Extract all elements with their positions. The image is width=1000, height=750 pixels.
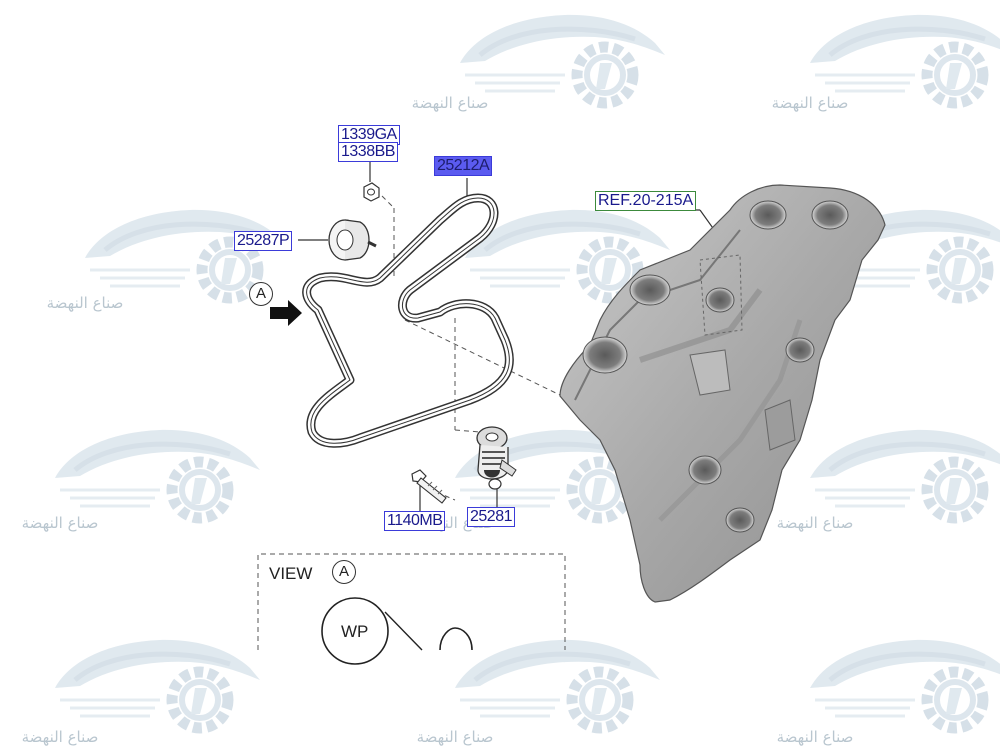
tensioner-part[interactable] bbox=[476, 426, 517, 490]
part-label-25287P[interactable]: 25287P bbox=[234, 231, 293, 251]
watermark-text: صناع النهضة bbox=[777, 728, 854, 746]
nut-part[interactable] bbox=[363, 182, 380, 202]
watermark-text: صناع النهضة bbox=[772, 94, 849, 112]
view-section-title: VIEW bbox=[269, 564, 313, 583]
timing-cover[interactable] bbox=[559, 184, 886, 603]
part-label-1338BB[interactable]: 1338BB bbox=[338, 142, 398, 162]
view-direction-arrow-icon bbox=[270, 300, 302, 326]
watermark-text: صناع النهضة bbox=[412, 94, 489, 112]
ref-label-timing-cover[interactable]: REF.20-215A bbox=[595, 191, 697, 211]
part-label-1140MB[interactable]: 1140MB bbox=[384, 511, 446, 531]
watermark-text: صناع النهضة bbox=[417, 728, 494, 746]
view-section-marker: A bbox=[332, 560, 356, 584]
watermark-text: صناع النهضة bbox=[22, 514, 99, 532]
watermark-text-layer: صناع النهضة صناع النهضة صناع النهضة صناع… bbox=[22, 94, 854, 746]
part-label-25281[interactable]: 25281 bbox=[467, 507, 515, 527]
watermark-text: صناع النهضة bbox=[47, 294, 124, 312]
watermark-layer bbox=[55, 15, 1000, 728]
view-marker-a: A bbox=[249, 282, 273, 306]
watermark-text: صناع النهضة bbox=[777, 514, 854, 532]
bolt-part[interactable] bbox=[411, 469, 447, 504]
drive-belt[interactable] bbox=[302, 193, 514, 448]
water-pump-pulley-label: WP bbox=[341, 622, 369, 641]
part-label-25212A[interactable]: 25212A bbox=[434, 156, 493, 176]
view-section-frame bbox=[257, 553, 566, 665]
idler-pulley[interactable] bbox=[328, 219, 377, 261]
watermark-text: صناع النهضة bbox=[22, 728, 99, 746]
